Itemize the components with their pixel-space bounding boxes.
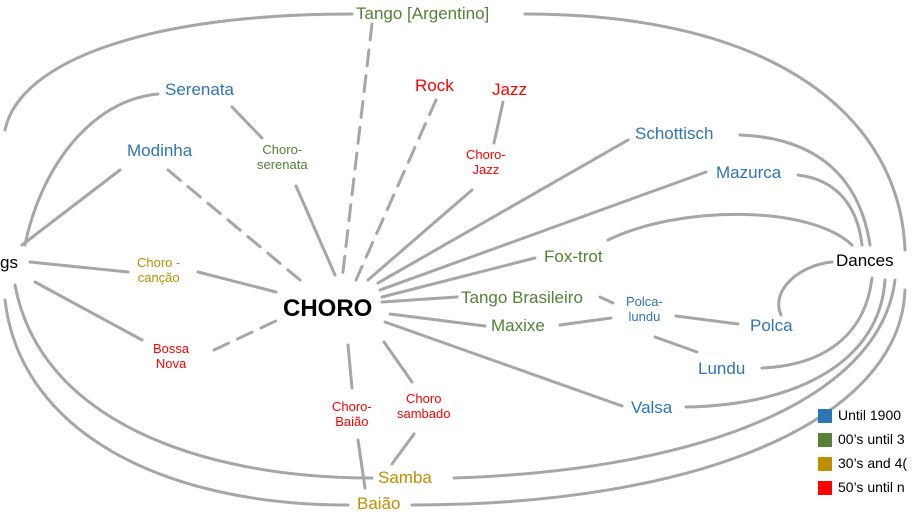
edge-choro-sambado-samba: [390, 432, 416, 466]
legend-label: 30’s and 4(: [838, 455, 908, 471]
edge-schottisch-dances: [738, 133, 872, 247]
edge-outer-ellipse-bottom: [3, 298, 350, 507]
edge-outer-ellipse-top: [3, 12, 354, 132]
edge-polca-lundu-lundu: [653, 335, 699, 354]
edge-songs-samba: [13, 283, 374, 480]
edge-choro-cancao-choro: [196, 270, 278, 294]
edge-polca-lundu-polca: [674, 314, 740, 326]
node-choro-baiao: Choro- Baião: [332, 399, 372, 429]
edge-songs-choro-cancao: [28, 260, 130, 274]
node-maxixe: Maxixe: [491, 316, 545, 335]
edge-outer-ellipse-bottom-right: [410, 288, 907, 507]
node-mazurca: Mazurca: [716, 163, 782, 182]
edge-lundu-dances: [760, 276, 874, 370]
legend-label: 50’s until n: [838, 479, 905, 495]
edge-choro-jazz-choro: [366, 188, 474, 282]
legend-label: Until 1900: [838, 407, 902, 423]
edge-foxtrot-dances: [606, 212, 854, 247]
node-samba: Samba: [378, 468, 432, 487]
edge-foxtrot-choro: [380, 256, 537, 299]
node-fox-trot: Fox-trot: [544, 247, 603, 266]
node-choro-jazz: Choro- Jazz: [466, 147, 506, 177]
legend-swatch-gold: [818, 457, 832, 471]
edge-jazz-choro-jazz: [492, 100, 505, 145]
edge-choro-baiao-baiao: [356, 438, 367, 490]
node-dances: Dances: [836, 251, 894, 270]
edge-modinha-choro: [166, 168, 302, 282]
edge-valsa-dances: [684, 278, 887, 409]
edge-polca-dances: [777, 260, 834, 317]
node-polca: Polca: [750, 316, 793, 335]
node-choro-sambado: Choro sambado: [397, 391, 451, 421]
edge-mazurca-dances: [796, 173, 864, 247]
node-modinha: Modinha: [127, 141, 193, 160]
node-bossa-nova: Bossa Nova: [153, 341, 190, 371]
edge-songs-bossa-nova: [33, 280, 144, 342]
node-jazz: Jazz: [492, 80, 527, 99]
node-tango-argentino: Tango [Argentino]: [356, 4, 490, 23]
node-choro-cancao: Choro - canção: [137, 255, 181, 285]
edge-choro-choro-baiao: [346, 343, 354, 390]
edge-maxixe-choro: [388, 312, 487, 328]
edge-tango-brasileiro-choro: [380, 295, 459, 304]
edge-serenata-songs: [23, 92, 160, 247]
edge-tango-argentino-choro: [340, 22, 374, 282]
legend-swatch-blue: [818, 409, 832, 423]
edge-schottisch-choro: [376, 138, 630, 285]
node-choro: CHORO: [283, 295, 373, 322]
legend-label: 00’s until 3: [838, 431, 905, 447]
edge-choro-choro-sambado: [382, 340, 414, 384]
edge-rock-choro: [354, 98, 438, 282]
node-valsa: Valsa: [631, 398, 673, 417]
edge-tango-brasileiro-polca-lundu: [598, 295, 615, 305]
node-polca-lundu: Polca- lundu: [626, 294, 663, 324]
edge-mazurca-choro: [378, 170, 708, 292]
legend-swatch-red: [818, 481, 832, 495]
node-baiao: Baião: [357, 494, 401, 513]
edge-outer-ellipse-top-right: [523, 12, 907, 252]
node-songs: gs: [0, 253, 18, 272]
node-serenata: Serenata: [165, 80, 234, 99]
edge-valsa-choro: [383, 320, 624, 408]
edge-samba-dances: [452, 278, 897, 480]
edge-serenata-choro-serenata: [230, 105, 264, 140]
edge-choro-serenata-choro: [294, 184, 337, 277]
node-tango-brasileiro: Tango Brasileiro: [461, 288, 583, 307]
node-rock: Rock: [415, 76, 454, 95]
legend-swatch-green: [818, 433, 832, 447]
edge-bossa-nova-choro: [212, 316, 284, 352]
node-lundu: Lundu: [698, 359, 746, 378]
edge-maxixe-polca-lundu: [558, 316, 613, 327]
edge-songs-modinha: [20, 168, 122, 247]
node-choro-serenata: Choro- serenata: [257, 142, 308, 172]
node-schottisch: Schottisch: [635, 124, 714, 143]
